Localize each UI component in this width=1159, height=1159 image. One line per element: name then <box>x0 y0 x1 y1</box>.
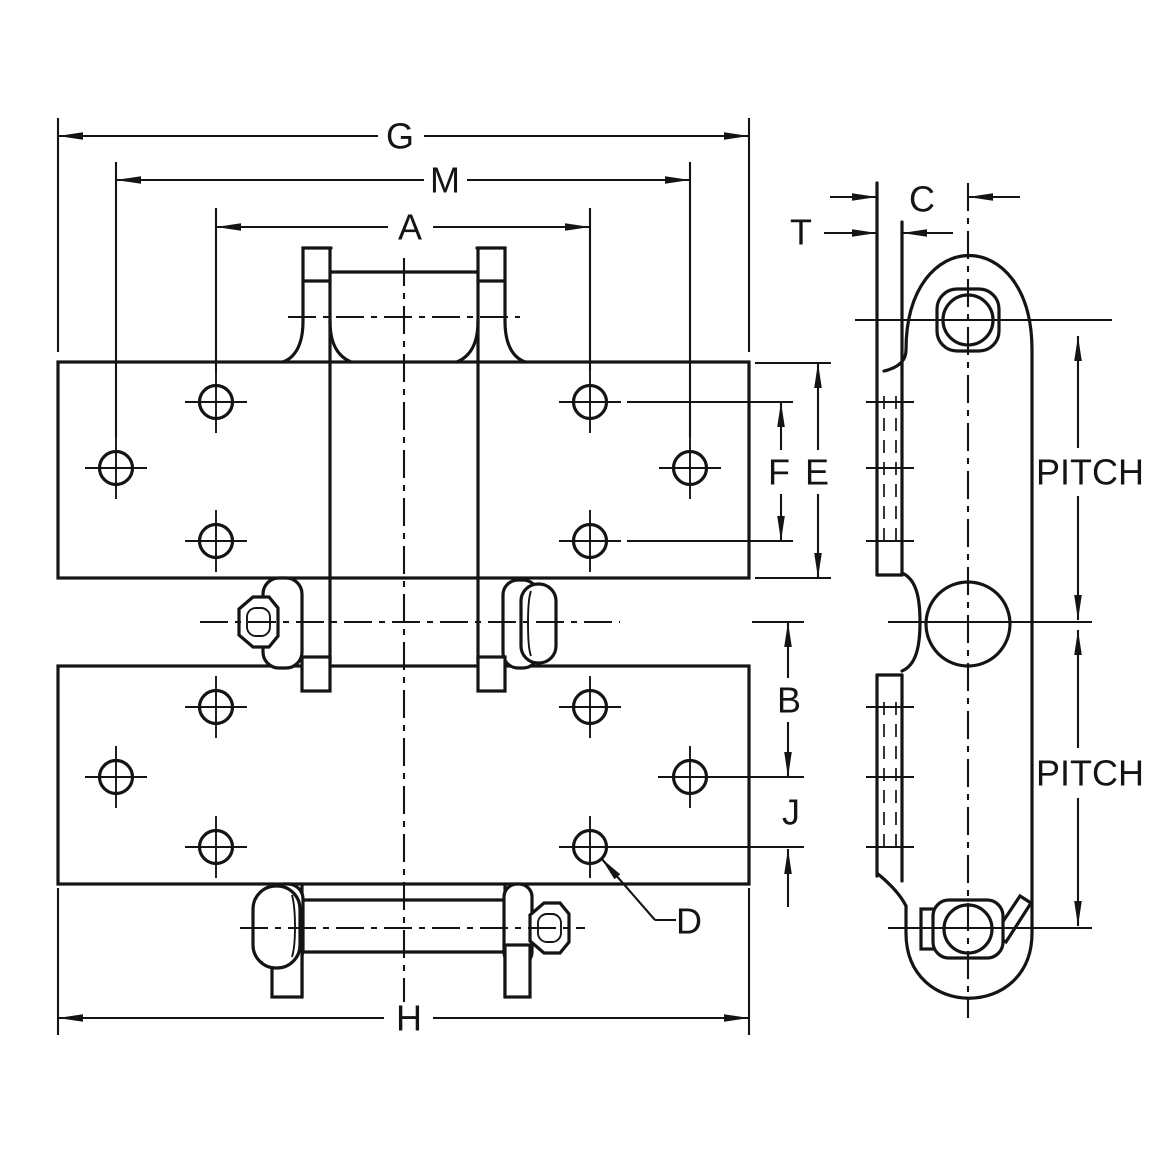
dim-pitch-upper: PITCH <box>1036 336 1144 620</box>
hole-row-ticks <box>866 401 914 848</box>
attachment-plate-edge <box>866 181 914 883</box>
bottom-right-tab <box>503 943 532 999</box>
sidebar-bottom-bend <box>876 872 908 908</box>
hole <box>185 676 247 738</box>
hole <box>85 437 147 499</box>
middle-left-tab <box>300 655 332 693</box>
hole <box>185 816 247 878</box>
dim-label-pitch-lower: PITCH <box>1036 753 1144 794</box>
sidebar-top-bend <box>882 348 908 373</box>
dim-label-f: F <box>768 452 790 493</box>
dim-label-pitch-upper: PITCH <box>1036 452 1144 493</box>
dim-D-leader: D <box>600 857 702 942</box>
dim-H: H <box>56 888 751 1039</box>
bottom-pin-assembly <box>251 882 571 999</box>
side-view <box>855 181 1112 1018</box>
top-left-lug-fillet <box>328 319 353 364</box>
dim-label-g: G <box>386 116 414 157</box>
hole <box>185 510 247 572</box>
top-left-lug-outline <box>281 246 333 364</box>
dim-label-d: D <box>676 901 702 942</box>
dim-label-a: A <box>398 207 422 248</box>
sidebar-outline <box>904 253 1034 1000</box>
bottom-pin-nut-side <box>919 893 1034 960</box>
dim-J: J <box>782 792 800 907</box>
dim-A: A <box>214 207 592 371</box>
plan-centerlines <box>200 258 620 1002</box>
dim-label-j: J <box>782 792 800 833</box>
hole <box>85 746 147 808</box>
middle-right-tab <box>476 655 507 693</box>
dim-E: E <box>805 363 829 578</box>
top-right-lug-outline <box>475 246 527 364</box>
middle-pin-joint <box>237 576 558 693</box>
hole <box>559 510 621 572</box>
dim-pitch-lower: PITCH <box>1036 630 1144 926</box>
hole <box>185 371 247 433</box>
dimensions: G M A F E <box>56 116 1144 1039</box>
hole <box>659 437 721 499</box>
dim-label-m: M <box>430 160 460 201</box>
hole <box>559 371 621 433</box>
top-right-lug-fillet <box>455 319 480 364</box>
dim-B: B <box>777 622 801 777</box>
hole <box>559 676 621 738</box>
dim-F: F <box>768 402 790 541</box>
middle-pin-head-edge <box>527 590 532 657</box>
dim-label-t: T <box>790 212 812 253</box>
dim-label-c: C <box>909 179 935 220</box>
dim-T: T <box>790 212 953 253</box>
dim-label-h: H <box>396 998 422 1039</box>
side-centerlines <box>855 183 1112 1018</box>
dim-label-e: E <box>805 452 829 493</box>
bottom-pin-head-edge <box>291 894 296 958</box>
dim-C: C <box>830 179 1020 220</box>
dim-label-b: B <box>777 680 801 721</box>
row-extension-lines <box>560 362 831 848</box>
dim-G: G <box>56 116 751 352</box>
plan-view <box>56 246 831 1002</box>
dim-M: M <box>114 160 692 437</box>
middle-pin-head <box>519 582 558 665</box>
